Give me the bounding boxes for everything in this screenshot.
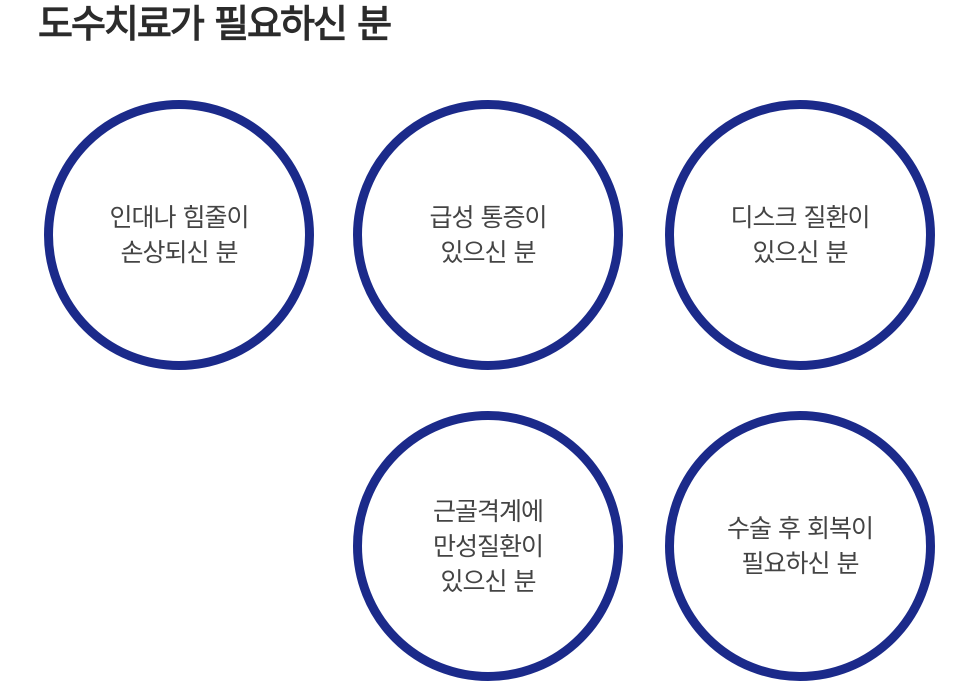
indication-text: 수술 후 회복이 필요하신 분 <box>727 511 874 581</box>
indication-line: 수술 후 회복이 <box>727 514 874 543</box>
indication-line: 있으신 분 <box>752 238 849 267</box>
indication-line: 있으신 분 <box>440 238 537 267</box>
page-title: 도수치료가 필요하신 분 <box>38 2 392 46</box>
indication-line: 근골격계에 <box>432 496 544 526</box>
indication-text: 인대나 힘줄이 손상되신 분 <box>109 200 250 270</box>
indication-text: 급성 통증이 있으신 분 <box>429 200 548 270</box>
indication-line: 디스크 질환이 <box>730 203 871 232</box>
indication-line: 손상되신 분 <box>120 238 239 267</box>
indication-circle-ligament-tendon: 인대나 힘줄이 손상되신 분 <box>44 100 314 370</box>
indication-circle-disc-disease: 디스크 질환이 있으신 분 <box>665 100 935 370</box>
indication-circle-acute-pain: 급성 통증이 있으신 분 <box>353 100 623 370</box>
indication-circle-post-surgery: 수술 후 회복이 필요하신 분 <box>665 411 935 681</box>
indication-text: 디스크 질환이 있으신 분 <box>730 200 871 270</box>
indication-line: 급성 통증이 <box>429 203 548 232</box>
indication-line: 만성질환이 <box>432 531 544 561</box>
indication-line: 필요하신 분 <box>741 549 860 578</box>
indication-circle-chronic-musculoskeletal: 근골격계에 만성질환이 있으신 분 <box>353 411 623 681</box>
indication-text: 근골격계에 만성질환이 있으신 분 <box>432 494 544 599</box>
indication-line: 있으신 분 <box>440 566 537 596</box>
indication-line: 인대나 힘줄이 <box>109 203 250 232</box>
